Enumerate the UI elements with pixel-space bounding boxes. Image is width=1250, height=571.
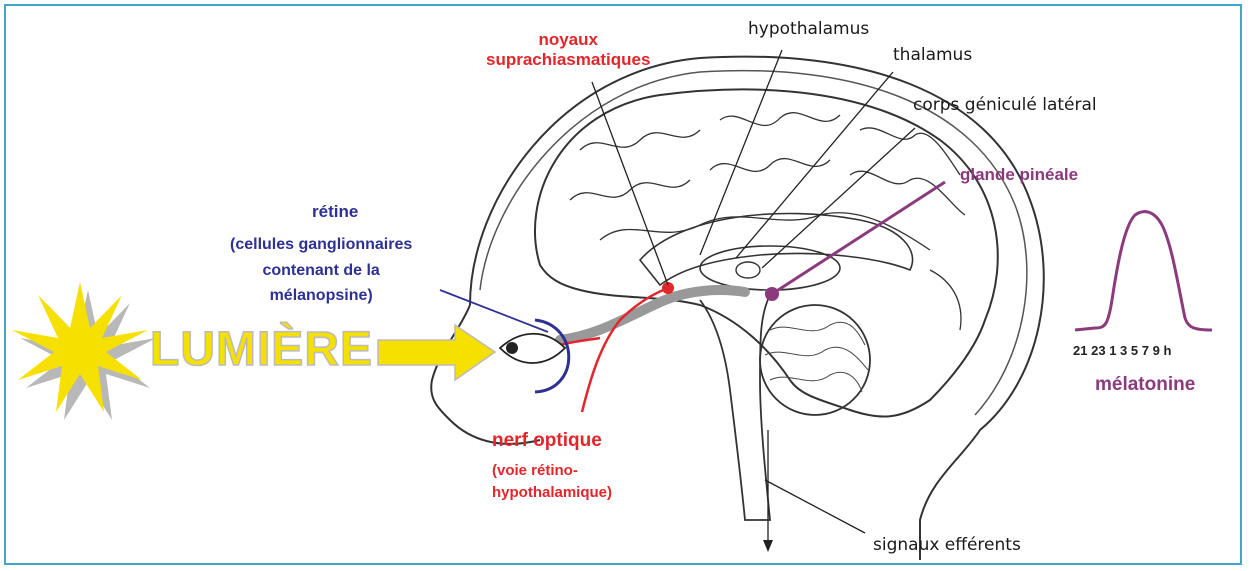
tick-label: 3: [1120, 343, 1127, 358]
label-corps: corps géniculé latéral: [913, 96, 1097, 116]
label-lumiere: LUMIÈRE: [150, 322, 373, 377]
melatonin-curve: [1075, 212, 1212, 330]
label-nerf: nerf optique: [492, 430, 602, 452]
label-voie: (voie rétino- hypothalamique): [492, 460, 612, 504]
tick-label: 23: [1091, 343, 1105, 358]
tick-label: 7: [1142, 343, 1149, 358]
light-arrow-icon: [378, 325, 495, 380]
label-glande: glande pinéale: [960, 165, 1078, 185]
label-noyaux: noyaux suprachiasmatiques: [486, 30, 650, 69]
label-retine-sub: (cellules ganglionnaires contenant de la…: [230, 232, 412, 309]
label-retine-title: rétine: [312, 202, 358, 222]
melatonin-x-ticks: 21 23 1 3 5 7 9 h: [1073, 344, 1171, 359]
brain-outline: [535, 89, 998, 416]
label-thalamus: thalamus: [893, 46, 972, 66]
pineal-dot: [765, 287, 779, 301]
label-melatonine: mélatonine: [1095, 374, 1195, 396]
label-signaux: signaux efférents: [873, 536, 1021, 556]
tick-label: 21: [1073, 343, 1087, 358]
tick-label: 1: [1109, 343, 1116, 358]
tick-label: 5: [1131, 343, 1138, 358]
tick-label: 9 h: [1153, 343, 1172, 358]
label-hypothalamus: hypothalamus: [748, 20, 869, 40]
sun-icon: [12, 282, 156, 420]
